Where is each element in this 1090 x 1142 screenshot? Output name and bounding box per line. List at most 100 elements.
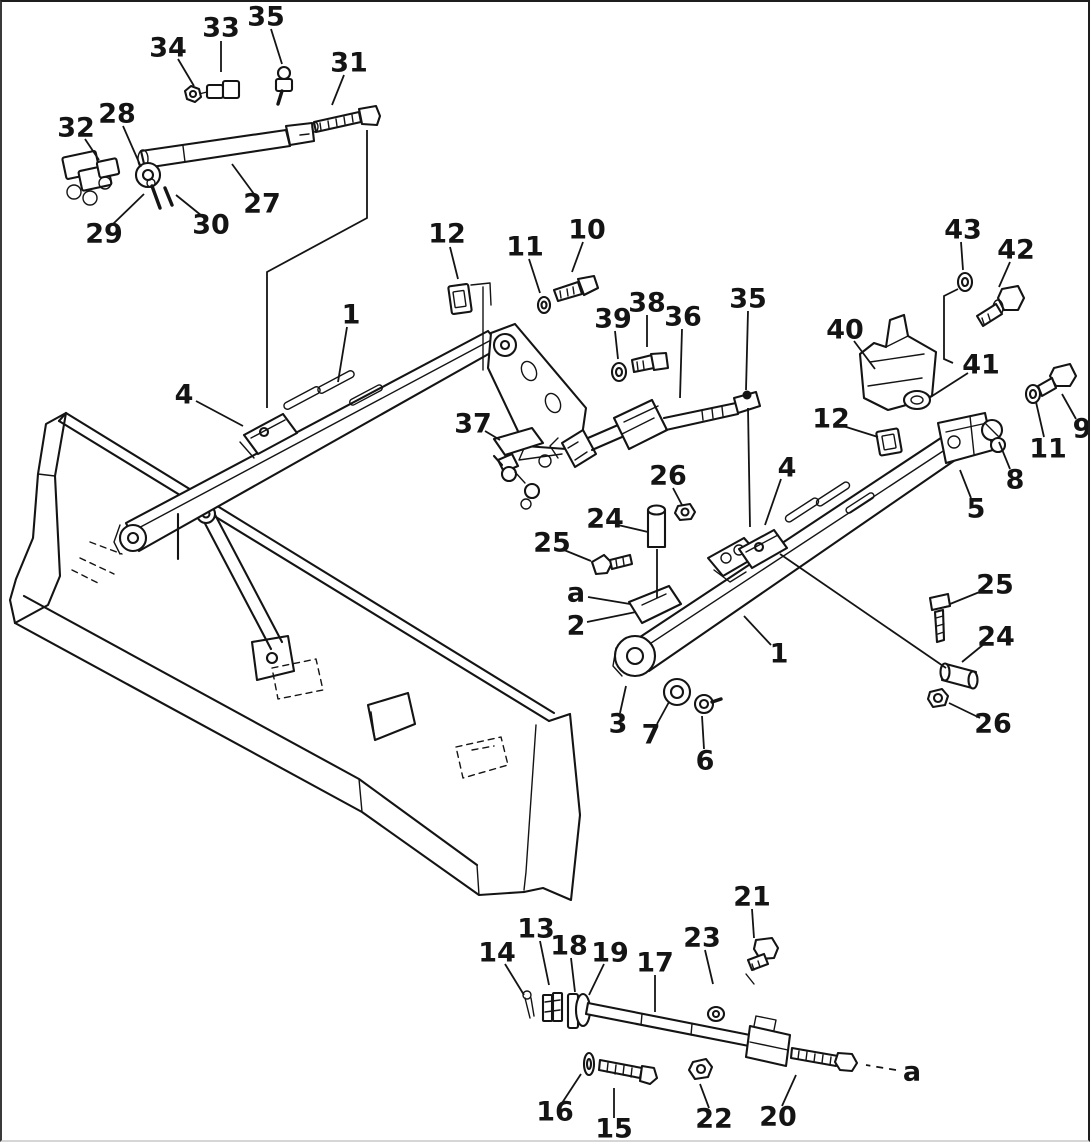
callout-42: 42: [997, 235, 1035, 266]
leader-27: [231, 163, 255, 195]
leader-a-bottom: [865, 1064, 897, 1071]
callout-a-center: a: [567, 578, 585, 609]
right-push-arm-artwork: [612, 411, 995, 678]
leader-24-center: [617, 524, 649, 533]
callout-38: 38: [628, 288, 666, 319]
leader-43: [960, 241, 964, 271]
callout-23: 23: [683, 923, 721, 954]
callout-40: 40: [826, 315, 864, 346]
leader-32: [84, 138, 100, 161]
callout-29: 29: [85, 219, 123, 250]
callout-24-right: 24: [977, 622, 1015, 653]
callout-a-bottom: a: [903, 1057, 921, 1088]
callout-33: 33: [202, 13, 240, 44]
callout-2: 2: [567, 611, 586, 642]
leader-18: [570, 957, 576, 993]
callout-19: 19: [591, 938, 629, 969]
leader-10: [571, 241, 584, 273]
callout-16: 16: [536, 1097, 574, 1128]
leader-1-right: [743, 615, 772, 646]
leader-7: [656, 701, 670, 725]
leader-36: [679, 328, 683, 399]
center-brace-artwork: [492, 351, 762, 510]
leader-a-center: [587, 596, 631, 605]
leader-11-right: [1035, 401, 1045, 438]
callout-31: 31: [330, 48, 368, 79]
callout-14: 14: [478, 938, 516, 969]
leader-19: [588, 963, 605, 996]
leader-39: [614, 330, 619, 360]
leader-20: [781, 1074, 797, 1107]
callout-36: 36: [664, 302, 702, 333]
leader-5: [959, 469, 972, 499]
leader-6: [701, 715, 705, 750]
callout-8: 8: [1006, 465, 1025, 496]
callout-21: 21: [733, 882, 771, 913]
callout-6: 6: [696, 746, 715, 777]
callout-17: 17: [636, 948, 674, 979]
leader-24-right: [961, 643, 985, 663]
leader-4-left: [195, 400, 244, 427]
callout-32: 32: [57, 113, 95, 144]
leader-42: [998, 261, 1011, 288]
callout-28: 28: [98, 99, 136, 130]
leader-28: [122, 125, 142, 168]
callout-11-right: 11: [1029, 434, 1067, 465]
callout-26-center: 26: [649, 461, 687, 492]
leader-25-right: [949, 590, 983, 605]
hinge-hardware-artwork: [447, 274, 600, 316]
callout-4-right: 4: [778, 453, 797, 484]
callout-12-left: 12: [428, 219, 466, 250]
leader-24-right-1: [779, 553, 947, 669]
leader-14: [504, 963, 525, 996]
leader-41: [928, 372, 969, 399]
leader-11-left: [528, 258, 541, 294]
callout-25-center: 25: [533, 528, 571, 559]
callout-11-left: 11: [506, 232, 544, 263]
leader-16: [561, 1073, 582, 1104]
leader-29: [112, 193, 145, 225]
leader-21: [751, 908, 755, 939]
leader-26-right: [948, 702, 981, 719]
callout-10: 10: [568, 215, 606, 246]
leader-31: [331, 74, 345, 106]
left-push-arm-artwork: [113, 282, 588, 561]
callout-15: 15: [595, 1114, 633, 1141]
callout-1-left: 1: [342, 300, 361, 331]
callout-7: 7: [642, 720, 661, 751]
callout-34: 34: [149, 33, 187, 64]
leader-35-right-1: [747, 407, 751, 528]
leader-37: [484, 430, 501, 441]
leader-3: [619, 685, 627, 714]
tilt-rod-artwork: [522, 936, 859, 1086]
blade-artwork: [8, 411, 582, 902]
callout-20: 20: [759, 1102, 797, 1133]
leader-8: [998, 441, 1011, 470]
callout-43: 43: [944, 215, 982, 246]
leader-4-right: [764, 478, 782, 526]
leader-2: [586, 611, 637, 623]
leader-34: [177, 58, 195, 87]
callout-27: 27: [243, 189, 281, 220]
callout-35-right: 35: [729, 284, 767, 315]
leader-13: [539, 940, 550, 986]
callout-26-right: 26: [974, 709, 1012, 740]
callout-1-right: 1: [770, 639, 789, 670]
upper-brace-artwork: [61, 65, 382, 210]
callout-9: 9: [1073, 414, 1088, 445]
leader-23: [704, 949, 714, 985]
callout-12-right: 12: [812, 404, 850, 435]
support-bracket-artwork: [858, 271, 1078, 454]
leader-9: [1061, 393, 1077, 420]
leader-12-left: [449, 246, 459, 280]
callout-22: 22: [695, 1104, 733, 1135]
leader-35-right: [745, 310, 749, 391]
callout-39: 39: [594, 304, 632, 335]
callout-4-left: 4: [175, 380, 194, 411]
callout-37: 37: [454, 409, 492, 440]
leader-35-left: [270, 28, 283, 65]
callout-25-right: 25: [976, 570, 1014, 601]
callout-18: 18: [550, 931, 588, 962]
